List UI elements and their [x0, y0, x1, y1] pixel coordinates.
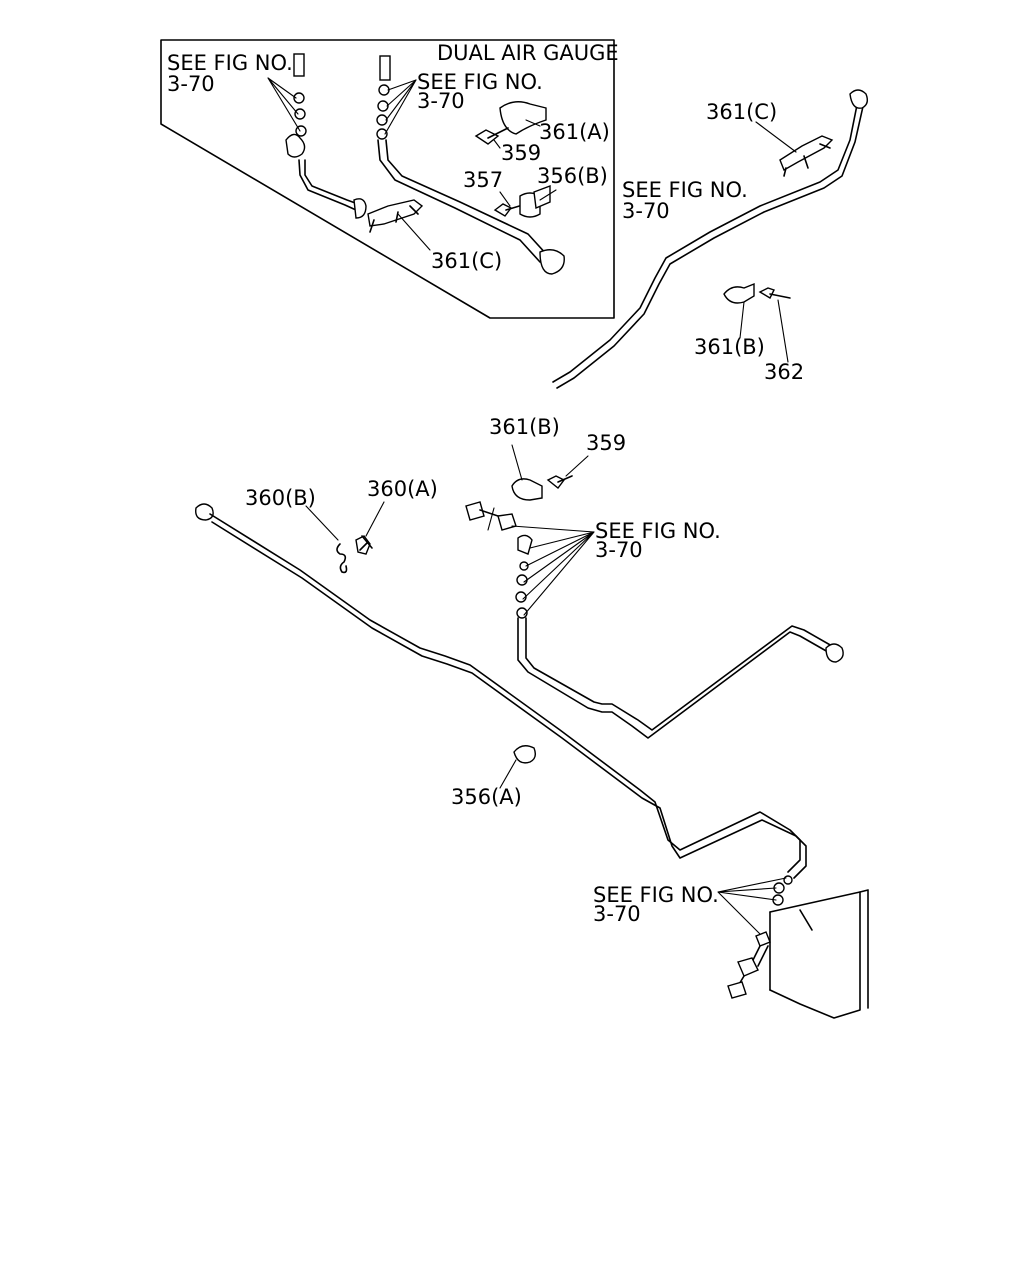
lower-assembly: 356(A) SEE FIG NO. 3-70 [451, 745, 869, 1019]
middle-assembly: 361(B) 359 360(B) 360(A) SEE FIG NO. 3-7… [195, 415, 844, 879]
label-361b-upper: 361(B) [694, 335, 765, 359]
inset-see-fig-mid-line2: 3-70 [417, 89, 465, 113]
label-361c-upper: 361(C) [706, 100, 777, 124]
upper-see-fig-line1: SEE FIG NO. [622, 178, 748, 202]
frame-bracket [769, 889, 869, 1019]
inset-left-fittings [267, 53, 367, 219]
inset-clamp-361a [499, 101, 547, 135]
upper-air-pipe [552, 99, 859, 383]
clamp-361b-bolt-359 [511, 444, 589, 501]
clamp-356a [499, 745, 537, 789]
label-359-middle: 359 [586, 431, 626, 455]
label-360a: 360(A) [367, 477, 438, 501]
inset-mid-fittings [376, 55, 565, 275]
middle-see-fig-line2: 3-70 [595, 538, 643, 562]
upper-see-fig-line2: 3-70 [622, 199, 670, 223]
inset-label-356b: 356(B) [537, 164, 608, 188]
inset-label-361a: 361(A) [539, 120, 610, 144]
inset-bracket-361c [367, 199, 431, 251]
label-362: 362 [764, 360, 804, 384]
gauge-pipe-fittings [465, 501, 844, 739]
inset-see-fig-left-line1: SEE FIG NO. [167, 51, 293, 75]
inset-border [160, 39, 615, 319]
lower-air-pipe [209, 513, 801, 873]
inset-bolt-357-clamp-356b [493, 184, 557, 218]
clip-360b [305, 505, 348, 574]
inset-label-361c: 361(C) [431, 249, 502, 273]
lower-see-fig-line1: SEE FIG NO. [593, 883, 719, 907]
pipe-end-left [195, 503, 214, 521]
inset-bolt-359 [474, 127, 509, 149]
upper-right-assembly: 361(C) SEE FIG NO. 3-70 361(B) 362 [552, 89, 869, 389]
clip-360a [355, 501, 385, 555]
bracket-361c [755, 121, 834, 177]
inset-title: DUAL AIR GAUGE [437, 41, 619, 65]
label-360b: 360(B) [245, 486, 316, 510]
lower-fittings [717, 875, 793, 999]
inset-see-fig-mid-line1: SEE FIG NO. [417, 70, 543, 94]
label-356a: 356(A) [451, 785, 522, 809]
middle-see-fig-line1: SEE FIG NO. [595, 519, 721, 543]
lower-see-fig-line2: 3-70 [593, 902, 641, 926]
label-361b-middle: 361(B) [489, 415, 560, 439]
inset-label-359: 359 [501, 141, 541, 165]
dual-air-gauge-inset: DUAL AIR GAUGE [160, 39, 619, 319]
inset-label-357: 357 [463, 168, 503, 192]
clamp-361b-bolt-362 [723, 282, 791, 363]
inset-see-fig-left-line2: 3-70 [167, 72, 215, 96]
pipe-end-fitting [849, 89, 869, 109]
